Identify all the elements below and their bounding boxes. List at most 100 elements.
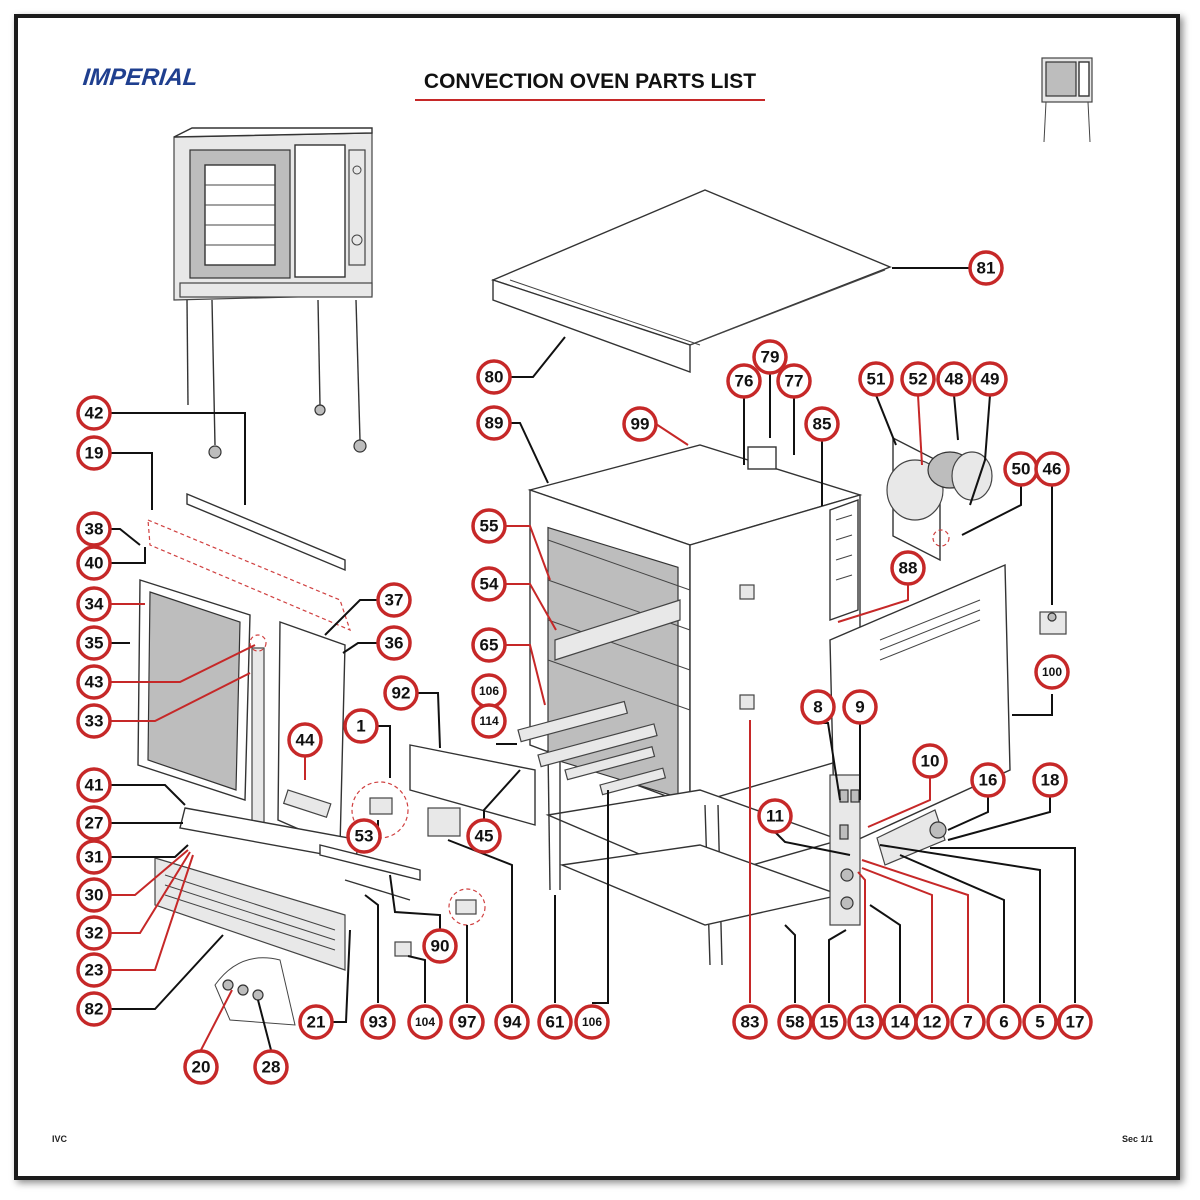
svg-text:9: 9 xyxy=(855,698,864,717)
callout: 15 xyxy=(811,1004,847,1040)
svg-text:18: 18 xyxy=(1041,771,1060,790)
oven-stand xyxy=(545,749,843,966)
callout: 9 xyxy=(842,689,878,725)
footer-section: Sec 1/1 xyxy=(1122,1134,1154,1144)
svg-text:48: 48 xyxy=(945,370,964,389)
callout: 34 xyxy=(76,586,112,622)
svg-text:97: 97 xyxy=(458,1013,477,1032)
callout: 20 xyxy=(183,1049,219,1085)
callout: 97 xyxy=(449,1004,485,1040)
svg-text:46: 46 xyxy=(1043,460,1062,479)
svg-text:5: 5 xyxy=(1035,1013,1044,1032)
callout: 80 xyxy=(476,359,512,395)
callout: 48 xyxy=(936,361,972,397)
oven-thumbnail xyxy=(1041,57,1093,143)
callout: 53 xyxy=(346,818,382,854)
svg-text:82: 82 xyxy=(85,1000,104,1019)
callout: 88 xyxy=(890,550,926,586)
svg-text:1: 1 xyxy=(356,717,365,736)
svg-text:8: 8 xyxy=(813,698,822,717)
callout: 93 xyxy=(360,1004,396,1040)
callout: 54 xyxy=(471,566,507,602)
callout: 36 xyxy=(376,625,412,661)
callout: 21 xyxy=(298,1004,334,1040)
svg-text:10: 10 xyxy=(921,752,940,771)
callout: 40 xyxy=(76,545,112,581)
svg-text:58: 58 xyxy=(786,1013,805,1032)
callout: 89 xyxy=(476,405,512,441)
svg-text:42: 42 xyxy=(85,404,104,423)
svg-text:89: 89 xyxy=(485,414,504,433)
page-title: CONVECTION OVEN PARTS LIST xyxy=(423,70,757,93)
callout: 100 xyxy=(1034,654,1070,690)
svg-text:61: 61 xyxy=(546,1013,565,1032)
callout: 42 xyxy=(76,395,112,431)
callout: 14 xyxy=(882,1004,918,1040)
callout: 92 xyxy=(383,675,419,711)
callout: 55 xyxy=(471,508,507,544)
callout: 94 xyxy=(494,1004,530,1040)
blower-assembly xyxy=(886,436,993,562)
callout: 46 xyxy=(1034,451,1070,487)
door-hinge-assembly xyxy=(154,807,361,1026)
callout: 65 xyxy=(471,627,507,663)
svg-text:23: 23 xyxy=(85,961,104,980)
svg-text:55: 55 xyxy=(480,517,499,536)
svg-text:12: 12 xyxy=(923,1013,942,1032)
callout: 33 xyxy=(76,703,112,739)
callout: 17 xyxy=(1057,1004,1093,1040)
callout: 31 xyxy=(76,839,112,875)
svg-text:100: 100 xyxy=(1042,665,1062,679)
svg-text:92: 92 xyxy=(392,684,411,703)
callout: 61 xyxy=(537,1004,573,1040)
callout: 82 xyxy=(76,991,112,1027)
callout: 51 xyxy=(858,361,894,397)
svg-text:19: 19 xyxy=(85,444,104,463)
callout: 85 xyxy=(804,406,840,442)
callout: 16 xyxy=(970,762,1006,798)
callout: 83 xyxy=(732,1004,768,1040)
small-parts xyxy=(319,744,536,957)
svg-text:13: 13 xyxy=(856,1013,875,1032)
callout: 38 xyxy=(76,511,112,547)
svg-text:93: 93 xyxy=(369,1013,388,1032)
footer-code: IVC xyxy=(52,1134,68,1144)
callout: 81 xyxy=(968,250,1004,286)
leader-lines xyxy=(100,267,1076,1067)
svg-text:79: 79 xyxy=(761,348,780,367)
svg-text:15: 15 xyxy=(820,1013,839,1032)
callout: 30 xyxy=(76,877,112,913)
callout: 58 xyxy=(777,1004,813,1040)
svg-text:83: 83 xyxy=(741,1013,760,1032)
door-exploded xyxy=(137,492,351,849)
svg-text:32: 32 xyxy=(85,924,104,943)
svg-text:34: 34 xyxy=(85,595,104,614)
callout: 35 xyxy=(76,625,112,661)
svg-text:37: 37 xyxy=(385,591,404,610)
callout: 49 xyxy=(972,361,1008,397)
callout: 77 xyxy=(776,363,812,399)
svg-text:90: 90 xyxy=(431,937,450,956)
svg-text:31: 31 xyxy=(85,848,104,867)
svg-text:45: 45 xyxy=(475,827,494,846)
svg-text:85: 85 xyxy=(813,415,832,434)
callout: 18 xyxy=(1032,762,1068,798)
svg-text:106: 106 xyxy=(582,1015,602,1029)
callout: 79 xyxy=(752,339,788,375)
callout: 41 xyxy=(76,767,112,803)
svg-text:54: 54 xyxy=(480,575,499,594)
callout: 27 xyxy=(76,805,112,841)
svg-text:81: 81 xyxy=(977,259,996,278)
callout: 114 xyxy=(471,703,507,739)
callout: 11 xyxy=(757,798,793,834)
callout: 104 xyxy=(407,1004,443,1040)
svg-text:53: 53 xyxy=(355,827,374,846)
callout: 8 xyxy=(800,689,836,725)
callout: 43 xyxy=(76,664,112,700)
callout: 50 xyxy=(1003,451,1039,487)
side-panel-assembly xyxy=(829,563,1011,926)
svg-text:14: 14 xyxy=(891,1013,910,1032)
title-rule xyxy=(415,99,765,101)
callout: 13 xyxy=(847,1004,883,1040)
svg-text:6: 6 xyxy=(999,1013,1008,1032)
